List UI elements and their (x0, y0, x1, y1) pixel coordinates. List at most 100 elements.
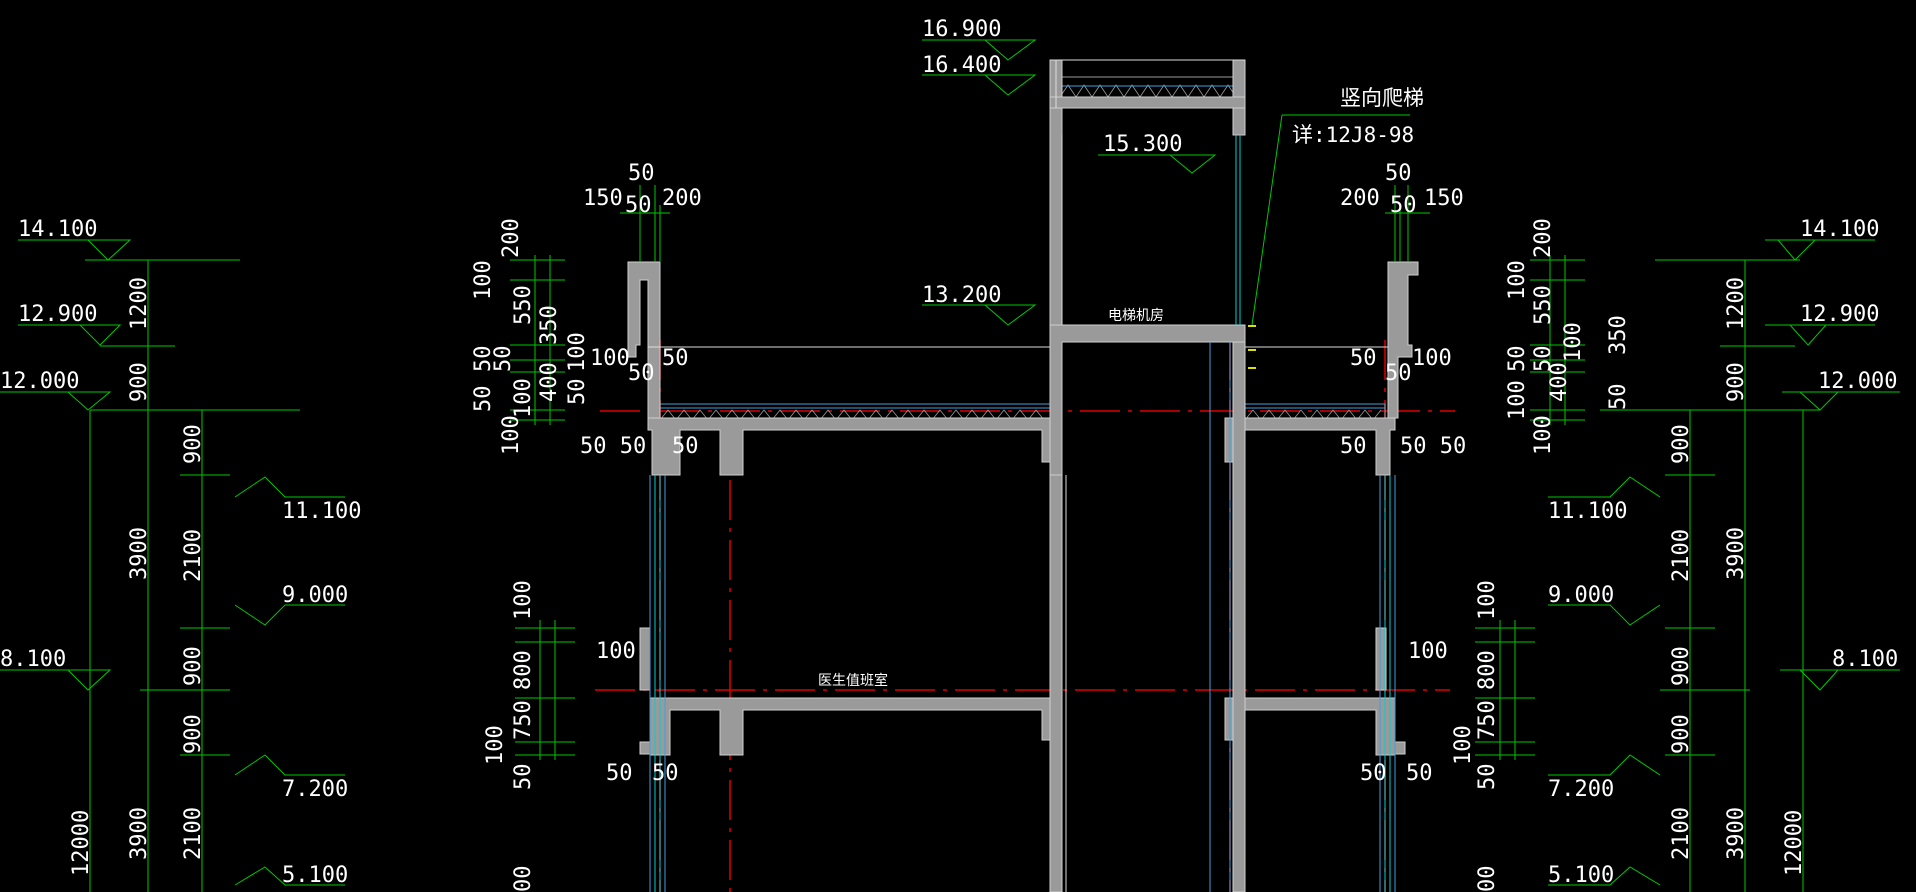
dim-right-50-parapet-2: 50 (1385, 361, 1412, 386)
elevation-15300: 15.300 (1103, 132, 1182, 157)
dim-parapet-left-400: 400 (537, 362, 562, 402)
left-window-head (639, 627, 651, 691)
elevation-left-7200: 7.200 (282, 777, 348, 802)
dim-left-100-window: 100 (596, 639, 636, 664)
dim-left-50-beam: 50 (672, 434, 699, 459)
dim-right-3900-b: 3900 (1724, 807, 1749, 860)
shaft-wall-right (1232, 341, 1246, 892)
dim-right2-900-c: 900 (1669, 714, 1694, 754)
elevation-right-12900: 12.900 (1800, 302, 1879, 327)
dim-left-100-parapet: 100 (590, 346, 630, 371)
dim-parapet-right-100a: 100 (1505, 260, 1530, 300)
ladder-title: 竖向爬梯 (1340, 86, 1424, 110)
dim-right-50-window-2: 50 (1406, 761, 1433, 786)
dim-left-50-window: 50 (606, 761, 633, 786)
dim-right-50-window: 50 (1360, 761, 1387, 786)
dim-left2-2100-b: 2100 (181, 807, 206, 860)
elevation-left-12000: 12.000 (0, 369, 79, 394)
dim-right-150: 150 (1424, 186, 1464, 211)
ladder-rungs (1248, 325, 1256, 369)
dim-left-50-50: 50 50 (580, 434, 646, 459)
dim-right-50: 50 (1390, 193, 1417, 218)
concrete-structure (627, 59, 1419, 892)
dim-left-50-top: 50 (628, 161, 655, 186)
outline-lines (648, 59, 1388, 348)
dim-parapet-left-350: 350 (537, 305, 562, 345)
dim-parapet-right-350: 350 (1606, 315, 1631, 355)
labels: 16.900 16.400 15.300 13.200 14.100 12.90… (0, 17, 1898, 888)
elevation-right-9000: 9.000 (1548, 583, 1614, 608)
dim-right2-2100-a: 2100 (1669, 529, 1694, 582)
dim-right-100-parapet: 100 (1412, 346, 1452, 371)
dim-right-100-window: 100 (1408, 639, 1448, 664)
elevation-left-9000: 9.000 (282, 583, 348, 608)
dim-right-50-beam: 50 (1340, 434, 1367, 459)
elevation-left-11100: 11.100 (282, 499, 361, 524)
dim-right2-2100-b: 2100 (1669, 807, 1694, 860)
dim-left2-900-c: 900 (181, 714, 206, 754)
elevation-right-14100: 14.100 (1800, 217, 1879, 242)
dim-parapet-left-100d: 100 (499, 415, 524, 455)
dim-parapet-right-50c: 50 (1606, 384, 1631, 411)
dim-right-200: 200 (1340, 186, 1380, 211)
elevation-16900: 16.900 (922, 17, 1001, 42)
dim-parapet-left-100b: 100 (565, 332, 590, 372)
elevation-16400: 16.400 (922, 53, 1001, 78)
elevator-roof-slab (1049, 96, 1246, 109)
ladder-reference: 详:12J8-98 (1292, 123, 1414, 147)
dim-left2-900-a: 900 (181, 424, 206, 464)
dim-parapet-right-550: 550 (1531, 285, 1556, 325)
dim-left-200: 200 (662, 186, 702, 211)
dim-parapet-right-100b: 100 (1561, 322, 1586, 362)
dim-parapet-right-100d: 100 (1531, 415, 1556, 455)
dim-window-left-50: 50 (511, 764, 536, 791)
dim-window-left-100: 100 (511, 580, 536, 620)
right-window-sill (1394, 741, 1406, 755)
dim-right-1200: 1200 (1724, 277, 1749, 330)
dim-window-right-100b: 100 (1451, 725, 1476, 765)
dim-left-50-window-2: 50 (652, 761, 679, 786)
right-parapet (1387, 261, 1419, 419)
elevation-left-5100: 5.100 (282, 863, 348, 888)
dim-parapet-left-50c: 50 (471, 386, 496, 413)
elevation-right-8100: 8.100 (1832, 647, 1898, 672)
dim-left-150: 150 (583, 186, 623, 211)
room-label-machine-room: 电梯机房 (1108, 308, 1164, 324)
dim-parapet-right-400: 400 (1547, 362, 1572, 402)
dim-left2-2100-a: 2100 (181, 529, 206, 582)
dim-left-3900-a: 3900 (127, 527, 152, 580)
elevation-right-5100: 5.100 (1548, 863, 1614, 888)
dim-window-right-750: 750 (1475, 700, 1500, 740)
elevation-right-11100: 11.100 (1548, 499, 1627, 524)
dim-parapet-left-50b: 50 (491, 346, 516, 373)
elevation-left-12900: 12.900 (18, 302, 97, 327)
dim-right-50-top: 50 (1385, 161, 1412, 186)
elevation-13200: 13.200 (922, 283, 1001, 308)
dim-parapet-right-200: 200 (1531, 218, 1556, 258)
dim-left-1200: 1200 (127, 277, 152, 330)
dim-parapet-left-550: 550 (511, 285, 536, 325)
dim-window-right-100: 100 (1475, 580, 1500, 620)
dim-window-left-750: 750 (511, 700, 536, 740)
dim-window-left-100b: 100 (483, 725, 508, 765)
dim-left-50-parapet-2: 50 (662, 346, 689, 371)
room-label-duty-room: 医生值班室 (818, 672, 888, 689)
left-window-sill (639, 741, 651, 755)
dim-left2-900-b: 900 (181, 646, 206, 686)
dim-parapet-left-50a: 50 (471, 346, 496, 373)
dim-right-50-50: 50 50 (1400, 434, 1466, 459)
dim-right2-900-a: 900 (1669, 424, 1694, 464)
building-section (627, 59, 1419, 892)
curtain-wall-lines (649, 60, 1396, 892)
dimension-graphics (0, 39, 1900, 892)
dim-parapet-left-200: 200 (499, 218, 524, 258)
dim-left-50: 50 (625, 193, 652, 218)
elevation-left-8100: 8.100 (0, 647, 66, 672)
dim-left-3900-b: 3900 (127, 807, 152, 860)
left-parapet (627, 261, 661, 419)
dim-parapet-left-100a: 100 (471, 260, 496, 300)
dim-window-right-00: 00 (1475, 866, 1500, 892)
dim-right2-900-b: 900 (1669, 646, 1694, 686)
dim-parapet-right-50b: 50 (1531, 346, 1556, 373)
